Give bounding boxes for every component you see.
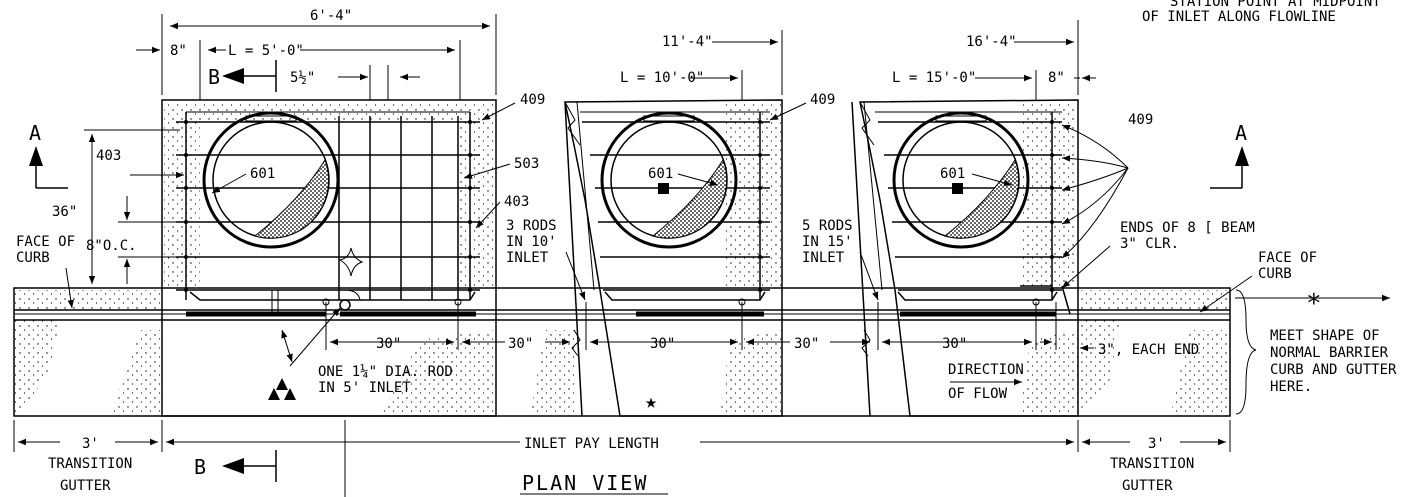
dim-30-c: 30" [650,336,675,352]
break-lines [564,101,883,417]
ends-of-beam: ENDS OF 8 [ BEAM [1120,220,1255,236]
transition-gutter-left-2: GUTTER [60,478,111,494]
inlet-10ft [564,99,783,417]
direction-of-flow-2: OF FLOW [948,386,1008,402]
inlet-10ft-manhole [600,111,738,249]
dim-11-4: 11'-4" [662,34,713,50]
bar-601-c: 601 [940,166,965,182]
dim-3-right: 3' [1148,436,1165,452]
bar-409-a: 409 [520,92,545,108]
meet-shape-2: NORMAL BARRIER [1270,345,1389,361]
transition-gutter-right-1: TRANSITION [1110,456,1194,472]
rods-15-2: IN 15' [802,234,853,250]
dim-36: 36" [52,204,77,220]
face-curb-left-1: FACE OF [16,234,75,250]
lifting-rod-symbol [271,247,462,314]
rods-10-2: IN 10' [506,234,557,250]
dim-8-right: 8" [1048,70,1065,86]
meet-shape-1: MEET SHAPE OF [1270,328,1380,344]
rod-note-1: ONE 1¼" DIA. ROD [318,364,453,380]
bar-409-b: 409 [810,92,835,108]
bar-409-c: 409 [1128,112,1153,128]
rod-note-2: IN 5' INLET [318,380,411,396]
dim-30-d: 30" [794,336,819,352]
rebar-503-vertical [338,116,459,300]
rods-15-3: INLET [802,250,845,266]
direction-of-flow-1: DIRECTION [948,362,1024,378]
rebar-dots-inlet5 [184,120,472,292]
section-b-top: B [208,65,222,89]
inlet-15ft-manhole [892,111,1030,249]
bar-601-a: 601 [250,166,275,182]
plan-view-title: PLAN VIEW [522,471,648,495]
transition-gutter-right-2: GUTTER [1122,478,1173,494]
rods-10-1: 3 RODS [506,218,557,234]
dim-30-e: 30" [942,336,967,352]
inlet-5ft [161,99,497,417]
bar-503: 503 [514,156,539,172]
curb-gutter-strip [13,287,1231,417]
cluster-symbol [268,378,296,400]
dim-3-left: 3' [82,436,99,452]
station-point-note-2: OF INLET ALONG FLOWLINE [1142,9,1336,25]
meet-shape-4: HERE. [1270,379,1312,395]
section-a-right: A [1235,121,1249,145]
face-curb-right-1: FACE OF [1258,250,1317,266]
bar-403-a: 403 [96,148,121,164]
dim-8-oc: 8"O.C. [86,238,137,254]
dim-l-10: L = 10'-0" [620,70,704,86]
asterisk-mark: * [1306,289,1322,319]
three-inch-each-end: 3", EACH END [1098,342,1199,358]
section-cut-markers [29,60,1249,482]
dim-8-left: 8" [170,43,187,59]
dim-5-half: 5½" [290,70,315,86]
dim-16-4: 16'-4" [966,34,1017,50]
inlet-5ft-manhole [202,111,340,249]
dim-30-b: 30" [508,336,533,352]
leader-lines [65,102,1257,415]
dim-6-4: 6'-4" [310,8,352,24]
inlet-15ft [859,99,1079,417]
star-mark: ★ [645,389,659,413]
dim-l-5: L = 5'-0" [228,43,304,59]
face-curb-right-2: CURB [1258,266,1292,282]
rods-15-1: 5 RODS [802,218,853,234]
inlet-pay-length: INLET PAY LENGTH [524,436,659,452]
section-b-bottom: B [194,455,208,479]
rods-10-3: INLET [506,250,549,266]
annotation-text: STATION POINT AT MIDPOINT OF INLET ALONG… [16,0,1397,495]
dim-30-a: 30" [376,336,401,352]
section-a-left: A [29,121,43,145]
face-curb-left-2: CURB [16,250,50,266]
station-point-note-1: STATION POINT AT MIDPOINT [1170,0,1381,10]
meet-shape-3: CURB AND GUTTER [1270,362,1397,378]
bar-403-b: 403 [504,194,529,210]
dim-l-15: L = 15'-0" [892,70,976,86]
clearance: 3" CLR. [1120,236,1179,252]
bar-601-b: 601 [648,166,673,182]
dimension-lines [13,14,1390,497]
transition-gutter-left-1: TRANSITION [48,456,132,472]
